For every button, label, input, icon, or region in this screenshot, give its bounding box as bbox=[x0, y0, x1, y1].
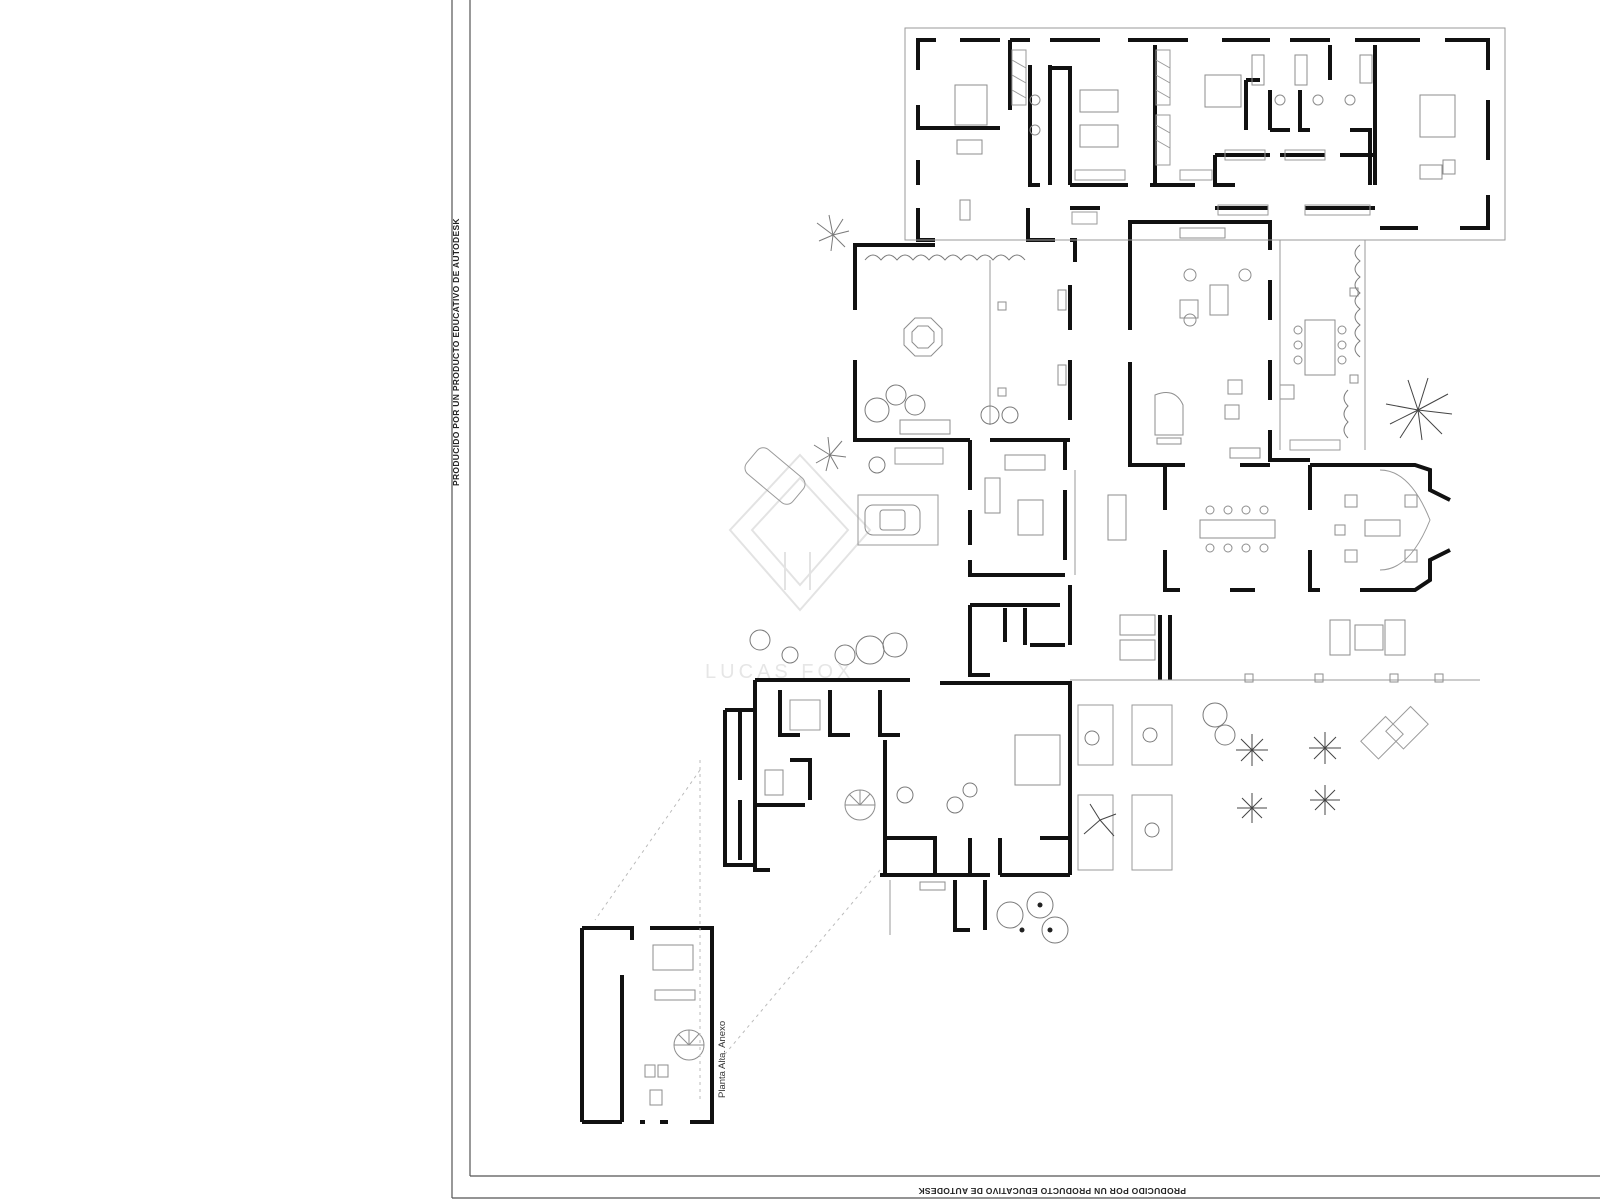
living-room bbox=[1128, 220, 1366, 467]
spiral-stair-icon bbox=[844, 789, 876, 821]
palm-icon bbox=[1385, 377, 1453, 441]
lower-wing bbox=[723, 678, 1072, 935]
tree-icon bbox=[896, 782, 978, 814]
dining-room bbox=[1163, 463, 1451, 592]
tree-icon bbox=[834, 632, 908, 666]
tree-icon bbox=[749, 629, 799, 664]
annex-upper-floor: Planta Alta. Anexo bbox=[580, 926, 728, 1124]
courtyard bbox=[853, 238, 1077, 465]
tree-icon bbox=[980, 405, 1019, 425]
landscape bbox=[749, 214, 1453, 944]
logo-watermark: LUCAS FOX bbox=[705, 453, 872, 683]
palm-icon bbox=[813, 436, 847, 472]
side-watermark: PRODUCIDO POR UN PRODUCTO EDUCATIVO DE A… bbox=[451, 218, 461, 486]
tree-icon bbox=[1237, 793, 1267, 823]
tree-icon bbox=[996, 891, 1069, 944]
bedroom-wing bbox=[916, 38, 1490, 242]
palm-icon bbox=[816, 214, 850, 252]
kitchen-area bbox=[744, 440, 1127, 577]
service-block bbox=[968, 585, 1480, 683]
annex-label: Planta Alta. Anexo bbox=[717, 1021, 728, 1098]
tree-icon bbox=[1236, 734, 1268, 766]
bottom-watermark: PRODUCIDO POR UN PRODUCTO EDUCATIVO DE A… bbox=[918, 1186, 1186, 1196]
site-lines bbox=[594, 27, 1506, 1100]
piano-icon bbox=[1154, 392, 1184, 436]
svg-text:LUCAS FOX: LUCAS FOX bbox=[705, 661, 854, 683]
car-icon bbox=[744, 447, 806, 505]
tree-icon bbox=[868, 456, 886, 474]
tree-icon bbox=[1310, 785, 1340, 815]
tree-icon bbox=[864, 384, 926, 423]
tree-icon bbox=[1202, 702, 1236, 746]
spiral-stair-icon bbox=[673, 1029, 705, 1061]
tree-icon bbox=[1309, 732, 1341, 764]
car-icon bbox=[864, 504, 921, 536]
sheet-frame bbox=[451, 0, 1600, 1199]
